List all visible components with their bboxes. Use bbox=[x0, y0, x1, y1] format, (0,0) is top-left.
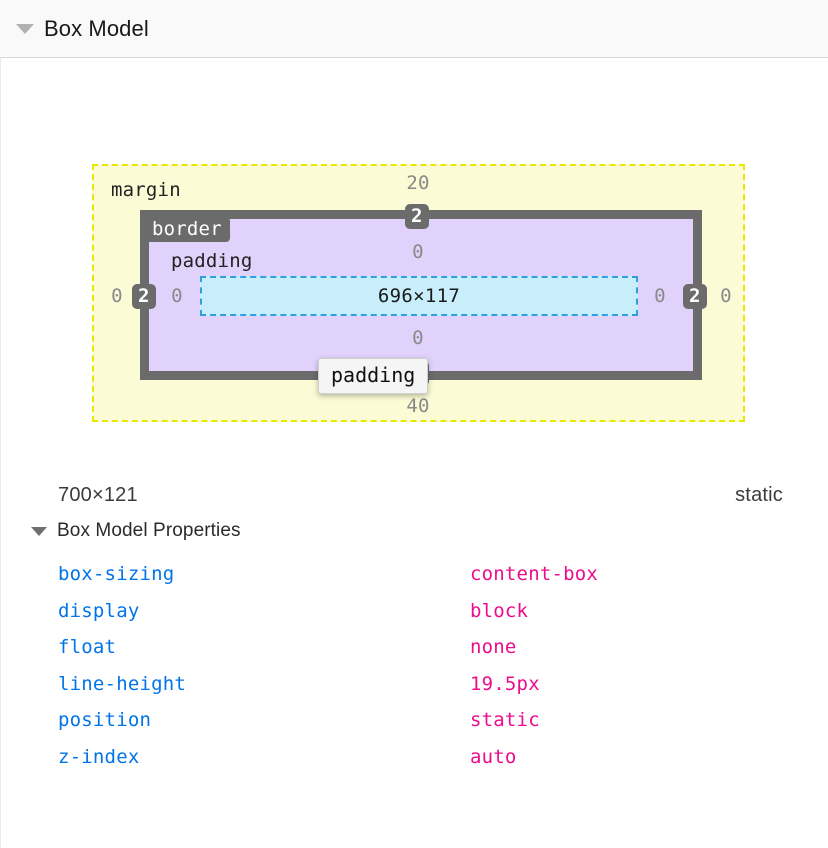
padding-region-label: padding bbox=[171, 250, 253, 272]
property-name: display bbox=[58, 599, 140, 622]
box-model-properties-header[interactable]: Box Model Properties bbox=[1, 520, 241, 542]
box-model-diagram[interactable]: 696×117 margin border padding 20 2 0 0 2… bbox=[1, 58, 828, 422]
table-row[interactable]: display block bbox=[1, 593, 828, 630]
property-name: position bbox=[58, 709, 152, 732]
chevron-down-icon[interactable] bbox=[16, 23, 34, 34]
property-name: z-index bbox=[58, 745, 140, 768]
table-row[interactable]: position static bbox=[1, 702, 828, 739]
padding-bottom-value[interactable]: 0 bbox=[412, 327, 424, 349]
border-region-label: border bbox=[144, 217, 230, 242]
padding-right-value[interactable]: 0 bbox=[654, 285, 666, 307]
property-value[interactable]: auto bbox=[470, 745, 517, 768]
table-row[interactable]: float none bbox=[1, 629, 828, 666]
border-top-value[interactable]: 2 bbox=[405, 204, 429, 229]
property-value[interactable]: block bbox=[470, 599, 529, 622]
content-size-label: 696×117 bbox=[377, 285, 461, 307]
margin-left-value[interactable]: 0 bbox=[111, 285, 123, 307]
property-value[interactable]: static bbox=[470, 709, 540, 732]
property-name: float bbox=[58, 636, 117, 659]
table-row[interactable]: z-index auto bbox=[1, 739, 828, 776]
box-model-properties-title: Box Model Properties bbox=[57, 520, 241, 541]
element-position-label: static bbox=[735, 483, 783, 506]
box-model-panel-header[interactable]: Box Model bbox=[0, 0, 828, 58]
property-value[interactable]: content-box bbox=[470, 563, 599, 586]
padding-top-value[interactable]: 0 bbox=[412, 241, 424, 263]
border-left-value[interactable]: 2 bbox=[132, 284, 156, 309]
margin-right-value[interactable]: 0 bbox=[720, 285, 732, 307]
box-model-dimensions-row: 700×121 static bbox=[1, 478, 828, 512]
table-row[interactable]: box-sizing content-box bbox=[1, 556, 828, 593]
property-value[interactable]: 19.5px bbox=[470, 672, 540, 695]
table-row[interactable]: line-height 19.5px bbox=[1, 666, 828, 703]
chevron-down-icon[interactable] bbox=[31, 526, 47, 536]
margin-region-label: margin bbox=[111, 179, 181, 201]
border-right-value[interactable]: 2 bbox=[683, 284, 707, 309]
box-model-panel-body: 696×117 margin border padding 20 2 0 0 2… bbox=[0, 58, 828, 848]
element-size-label: 700×121 bbox=[58, 483, 138, 506]
property-value[interactable]: none bbox=[470, 636, 517, 659]
property-name: line-height bbox=[58, 672, 187, 695]
margin-top-value[interactable]: 20 bbox=[406, 172, 430, 194]
property-name: box-sizing bbox=[58, 563, 175, 586]
box-model-tooltip: padding bbox=[318, 358, 429, 394]
padding-left-value[interactable]: 0 bbox=[171, 285, 183, 307]
box-model-properties-list: box-sizing content-box display block flo… bbox=[1, 556, 828, 775]
page-title: Box Model bbox=[44, 15, 149, 41]
margin-bottom-value[interactable]: 40 bbox=[406, 395, 430, 417]
box-model-content-region[interactable]: 696×117 bbox=[200, 276, 638, 316]
